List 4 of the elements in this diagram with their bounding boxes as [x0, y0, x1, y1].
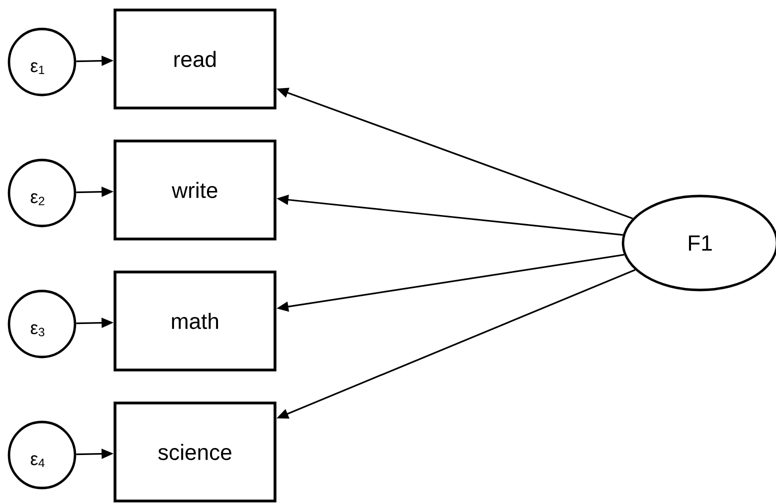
observed-variable-box: math	[114, 270, 276, 372]
observed-variable-box: write	[114, 140, 276, 240]
observed-variable-box: read	[114, 8, 276, 110]
observed-variable-box: science	[114, 402, 276, 502]
